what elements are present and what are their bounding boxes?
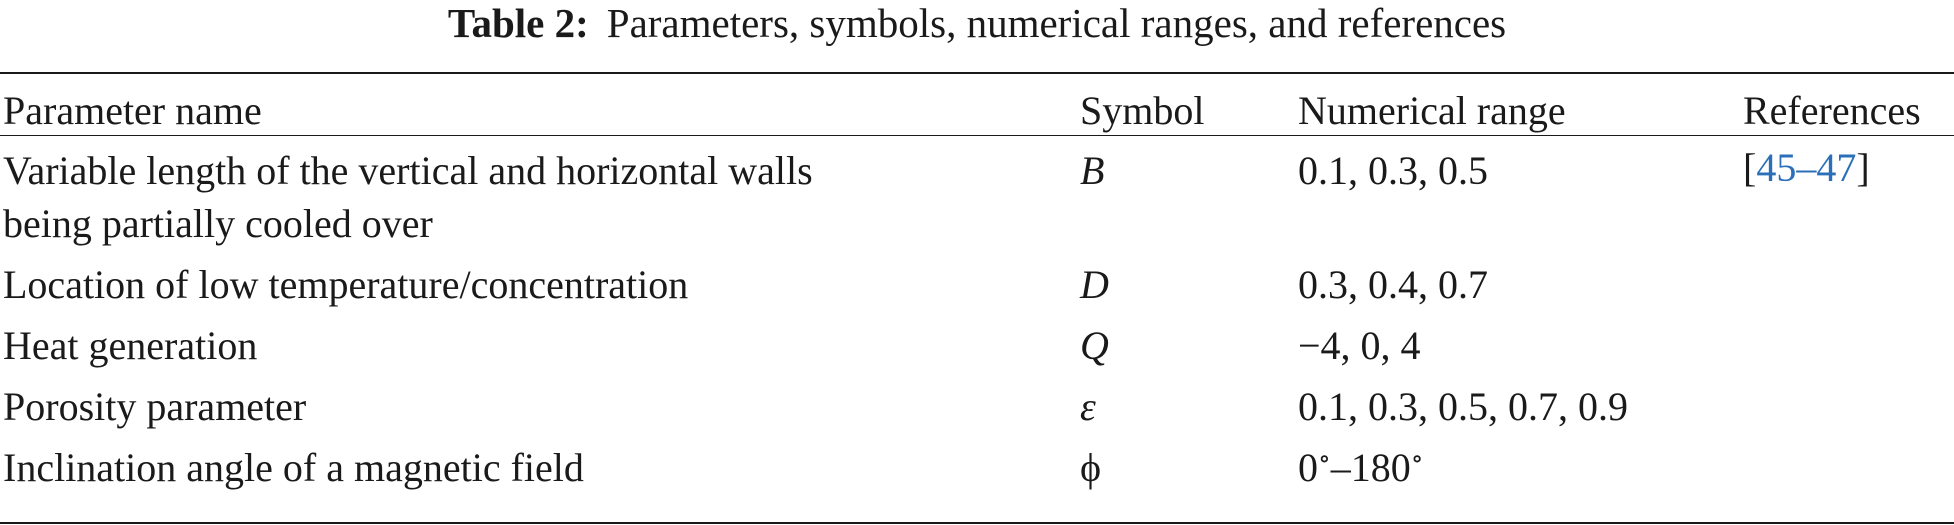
ref-close-bracket: ] [1856,145,1870,190]
row-3-symbol: Q [1080,323,1109,368]
row-1-range: 0.1, 0.3, 0.5 [1298,148,1488,193]
ref-open-bracket: [ [1743,145,1757,190]
range-start: 0 [1298,445,1318,490]
table-top-rule [0,72,1954,74]
header-symbol: Symbol [1080,88,1205,133]
header-references: References [1743,88,1921,133]
row-3-name: Heat generation [3,323,258,368]
row-5-symbol: ϕ [1080,445,1102,490]
reference-link-45-47[interactable]: 45–47 [1756,145,1857,190]
table-caption-label: Table 2: [447,0,589,46]
row-4-name: Porosity parameter [3,384,307,429]
table-header-rule [0,135,1954,136]
row-1-references: [45–47] [1743,145,1870,191]
table-bottom-rule [0,522,1954,524]
row-5-range: 0∘–180∘ [1298,445,1424,491]
row-1-name-line-2: being partially cooled over [3,201,433,246]
row-5-name: Inclination angle of a magnetic field [3,445,584,490]
row-1-symbol: B [1080,148,1105,193]
row-3-range: −4, 0, 4 [1298,323,1421,368]
degree-symbol-2: ∘ [1410,444,1424,473]
header-parameter-name: Parameter name [3,88,262,133]
row-2-symbol: D [1080,262,1109,307]
table-caption-text: Parameters, symbols, numerical ranges, a… [606,0,1507,46]
row-1-name-line-1: Variable length of the vertical and hori… [3,148,813,193]
table-caption: Table 2: Parameters, symbols, numerical r… [0,0,1954,46]
row-2-range: 0.3, 0.4, 0.7 [1298,262,1488,307]
header-numerical-range: Numerical range [1298,88,1566,133]
range-end: –180 [1330,445,1411,490]
degree-symbol-1: ∘ [1318,444,1331,473]
row-4-symbol: ε [1080,384,1096,429]
row-4-range: 0.1, 0.3, 0.5, 0.7, 0.9 [1298,384,1628,429]
row-2-name: Location of low temperature/concentratio… [3,262,689,307]
